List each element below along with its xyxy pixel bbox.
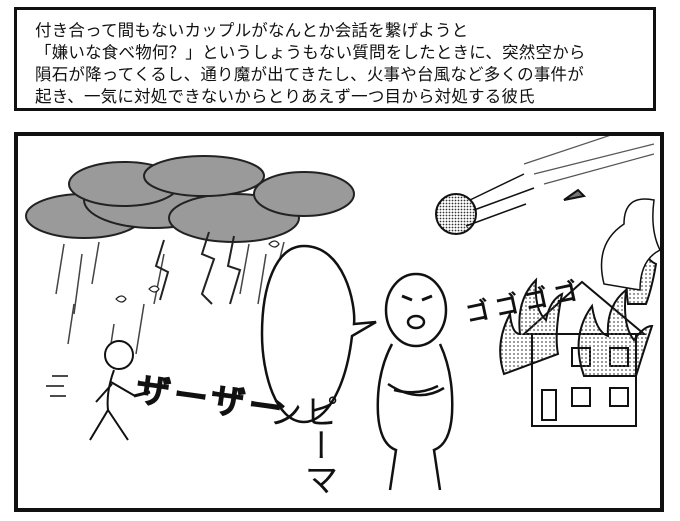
rain-lines xyxy=(55,241,285,365)
speed-lines xyxy=(46,375,68,397)
caption-text: 付き合って間もないカップルがなんとか会話を繋げようと 「嫌いな食べ物何？」という… xyxy=(35,21,586,106)
boyfriend-figure xyxy=(376,272,454,491)
comic-panel: ピーマン ザーザー ゴゴゴゴ xyxy=(14,132,664,512)
meteor xyxy=(435,136,655,235)
speech-bubble xyxy=(260,244,377,424)
speech-bubble-text: ピーマン xyxy=(262,394,338,496)
storm-cloud xyxy=(25,155,355,243)
running-man xyxy=(89,340,151,441)
lightning-bolts xyxy=(154,231,242,305)
flying-leaves xyxy=(115,240,280,303)
caption-box: 付き合って間もないカップルがなんとか会話を繋げようと 「嫌いな食べ物何？」という… xyxy=(14,7,656,111)
scene-illustration xyxy=(25,136,660,491)
smoke xyxy=(600,198,660,291)
